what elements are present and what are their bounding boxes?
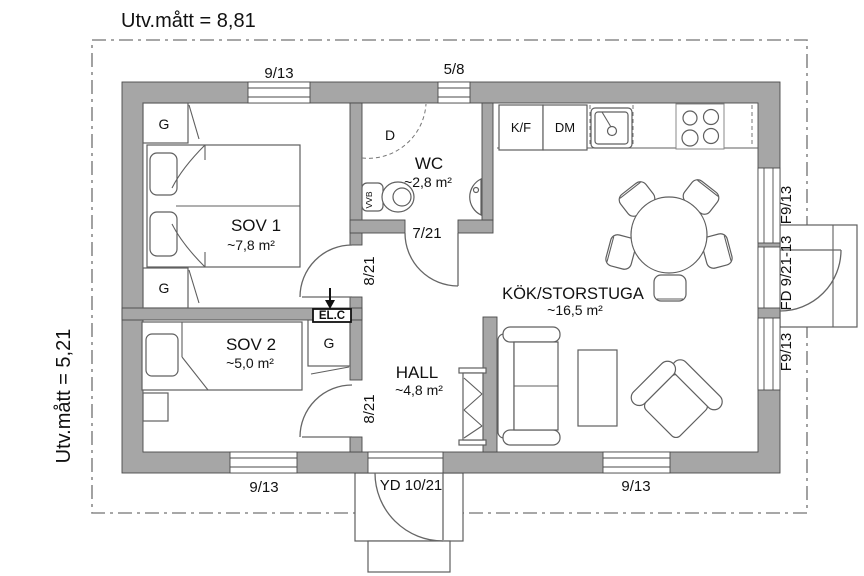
window-label-right-upper: F9/13 [778, 186, 795, 224]
sov2-wardrobe [307, 319, 351, 375]
kitchen-sink [590, 107, 633, 149]
wardrobe-label-3: G [324, 335, 335, 351]
electrical-cabinet [312, 288, 352, 323]
sov2-door [299, 384, 353, 438]
entry-door-yd-10-21 [367, 451, 444, 542]
room-name-hall: HALL [396, 363, 439, 382]
sov1-door-label: 8/21 [361, 256, 378, 285]
window-label-bottom-left: 9/13 [249, 479, 278, 496]
window-label-bottom-right: 9/13 [621, 478, 650, 495]
room-area-wc: ~2,8 m² [404, 174, 452, 190]
coffee-table [577, 349, 618, 427]
sov2-side-table [142, 392, 169, 422]
room-name-sov1: SOV 1 [231, 216, 281, 235]
outer-height-dimension: Utv.mått = 5,21 [53, 329, 75, 464]
wc-door [404, 232, 459, 287]
window-label-right-lower: F9/13 [778, 333, 795, 371]
water-heater-label: VVB [364, 191, 374, 208]
window-label-small: 5/8 [444, 61, 465, 78]
room-name-kok: KÖK/STORSTUGA [502, 285, 644, 303]
room-name-wc: WC [415, 154, 443, 173]
interior-walls [121, 102, 498, 453]
hall-shelf [458, 367, 487, 446]
outer-width-dimension: Utv.mått = 8,81 [121, 10, 256, 32]
porch-platform [779, 224, 858, 328]
french-door-label: FD 9/21-13 [778, 235, 795, 310]
sov2-door-label: 8/21 [361, 394, 378, 423]
wc-door-label: 7/21 [412, 225, 441, 242]
entry-door-label: YD 10/21 [380, 477, 443, 494]
window-bottom-left-9-13 [229, 451, 298, 474]
sov1-wardrobe-top [142, 102, 200, 144]
window-top-9-13 [247, 81, 311, 104]
room-area-sov1: ~7,8 m² [227, 237, 275, 253]
wardrobe-label-1: G [159, 116, 170, 132]
toilet [381, 181, 415, 213]
shower-label: D [385, 127, 395, 143]
room-area-hall: ~4,8 m² [395, 382, 443, 398]
window-label-top: 9/13 [264, 65, 293, 82]
sov1-wardrobe-bottom [142, 267, 200, 309]
window-right-lower-f9-13 [757, 317, 781, 391]
electrical-cabinet-label: EL.C [319, 310, 345, 322]
room-area-kok: ~16,5 m² [547, 302, 603, 318]
sov1-door [299, 244, 353, 298]
dishwasher-label: DM [555, 120, 575, 135]
stove [675, 103, 725, 150]
fridge-freezer-label: K/F [511, 120, 531, 135]
window-top-5-8 [437, 81, 471, 104]
dishwasher [542, 104, 588, 151]
sov1-double-bed [146, 144, 301, 268]
window-right-upper-f9-13 [757, 167, 781, 244]
washbasin [469, 178, 482, 216]
window-bottom-right-9-13 [602, 451, 671, 474]
armchair [630, 359, 723, 439]
french-door-fd-9-21-13 [757, 246, 842, 312]
wardrobe-label-2: G [159, 280, 170, 296]
sov2-bed [141, 321, 303, 391]
dining-table [605, 179, 733, 302]
room-area-sov2: ~5,0 m² [226, 355, 274, 371]
sofa [497, 326, 561, 446]
room-name-sov2: SOV 2 [226, 335, 276, 354]
